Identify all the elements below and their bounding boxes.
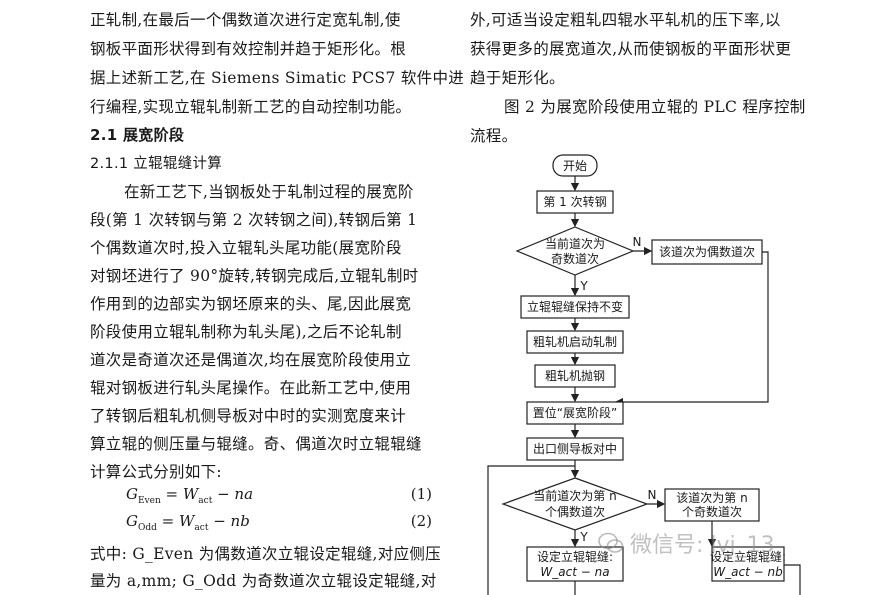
decision1-label: 奇数道次 (551, 251, 599, 266)
text-line: 外,可适当设定粗轧四辊水平轧机的压下率,以 (470, 11, 781, 29)
even-box-label: 该道次为偶数道次 (659, 244, 755, 259)
decision2-label: 个偶数道次 (545, 504, 605, 519)
wechat-icon (598, 532, 624, 553)
text-line: 行编程,实现立辊轧制新工艺的自动控制功能。 (90, 98, 412, 116)
text-line: 图 2 为展宽阶段使用立辊的 PLC 程序控制 (504, 98, 806, 116)
subsection-heading: 2.1.1 立辊辊缝计算 (90, 156, 223, 172)
set-stage-label: 置位“展宽阶段” (533, 405, 617, 420)
text-line: 量为 a,mm; G_Odd 为奇数道次立辊设定辊缝,对 (90, 572, 437, 590)
yes-label: Y (579, 279, 588, 293)
text-line: 在新工艺下,当钢板处于轧制过程的展宽阶 (124, 183, 414, 201)
text-line: 个偶数道次时,投入立辊轧头尾功能(展宽阶段 (90, 239, 402, 257)
text-line: 流程。 (470, 127, 518, 145)
set-gap-box-odd (711, 546, 785, 582)
text-line: 算立辊的侧压量与辊缝。奇、偶道次时立辊辊缝 (90, 435, 422, 453)
rough-throw-label: 粗轧机抛钢 (545, 368, 605, 383)
start-label: 开始 (563, 159, 587, 173)
equation-number: (1) (410, 485, 432, 503)
set-gap2-label: 设定立辊辊缝: (710, 549, 786, 564)
text-line: 钢板平面形状得到有效控制并趋于矩形化。根 (90, 40, 407, 58)
text-line: 趋于矩形化。 (470, 69, 565, 87)
text-line: 计算公式分别如下: (90, 463, 222, 481)
odd-pass-box (664, 488, 760, 522)
text-line: 阶段使用立辊轧制称为轧头尾),之后不论轧制 (90, 323, 402, 341)
guide-center-label: 出口侧导板对中 (533, 441, 617, 456)
yes-label: Y (579, 530, 588, 544)
no-label: N (648, 488, 657, 502)
text-line: 道次是奇道次还是偶道次,均在展宽阶段使用立 (90, 351, 412, 369)
equation-number: (2) (410, 512, 432, 530)
decision2-label: 当前道次为第 n (533, 488, 616, 503)
rough-start-label: 粗轧机启动轧制 (533, 335, 617, 349)
watermark: 微信号: lvj_13 (598, 527, 775, 559)
text-line: 对钢坯进行了 90°旋转,转钢完成后,立辊轧制时 (90, 267, 419, 285)
set-gap-box-even (526, 546, 624, 582)
odd-box-label: 该道次为第 n (676, 491, 747, 505)
text-line: 作用到的边部实为钢坯原来的头、尾,因此展宽 (90, 295, 412, 313)
watermark-text: 微信号: lvj_13 (630, 533, 775, 558)
even-pass-box (651, 239, 763, 265)
set-gap-label: 设定立辊辊缝: (537, 549, 613, 564)
text-line: 辊对钢板进行轧头尾操作。在此新工艺中,使用 (90, 379, 412, 397)
decision1-label: 当前道次为 (545, 236, 605, 251)
text-line: 了转钢后粗轧机侧导板对中时的实测宽度来计 (90, 407, 407, 425)
section-heading: 2.1 展宽阶段 (90, 126, 185, 144)
step1-label: 第 1 次转钢 (543, 194, 606, 209)
set-gap-formula: W_act − na (540, 565, 609, 579)
text-line: 式中: G_Even 为偶数道次立辊设定辊缝,对应侧压 (90, 545, 441, 563)
keep-gap-label: 立辊辊缝保持不变 (527, 299, 623, 314)
set-gap2-formula: W_act − nb (713, 565, 783, 579)
no-label: N (633, 235, 642, 249)
text-line: 据上述新工艺,在 Siemens Simatic PCS7 软件中进 (90, 69, 465, 87)
decision-odd-pass (515, 226, 635, 276)
text-line: 段(第 1 次转钢与第 2 次转钢之间),转钢后第 1 (90, 211, 418, 229)
text-line: 获得更多的展宽道次,从而使钢板的平面形状更 (470, 40, 792, 58)
decision-even-n (501, 477, 649, 531)
text-line: 正轧制,在最后一个偶数道次进行定宽轧制,使 (90, 11, 401, 29)
odd-box-label: 个奇数道次 (682, 504, 742, 519)
